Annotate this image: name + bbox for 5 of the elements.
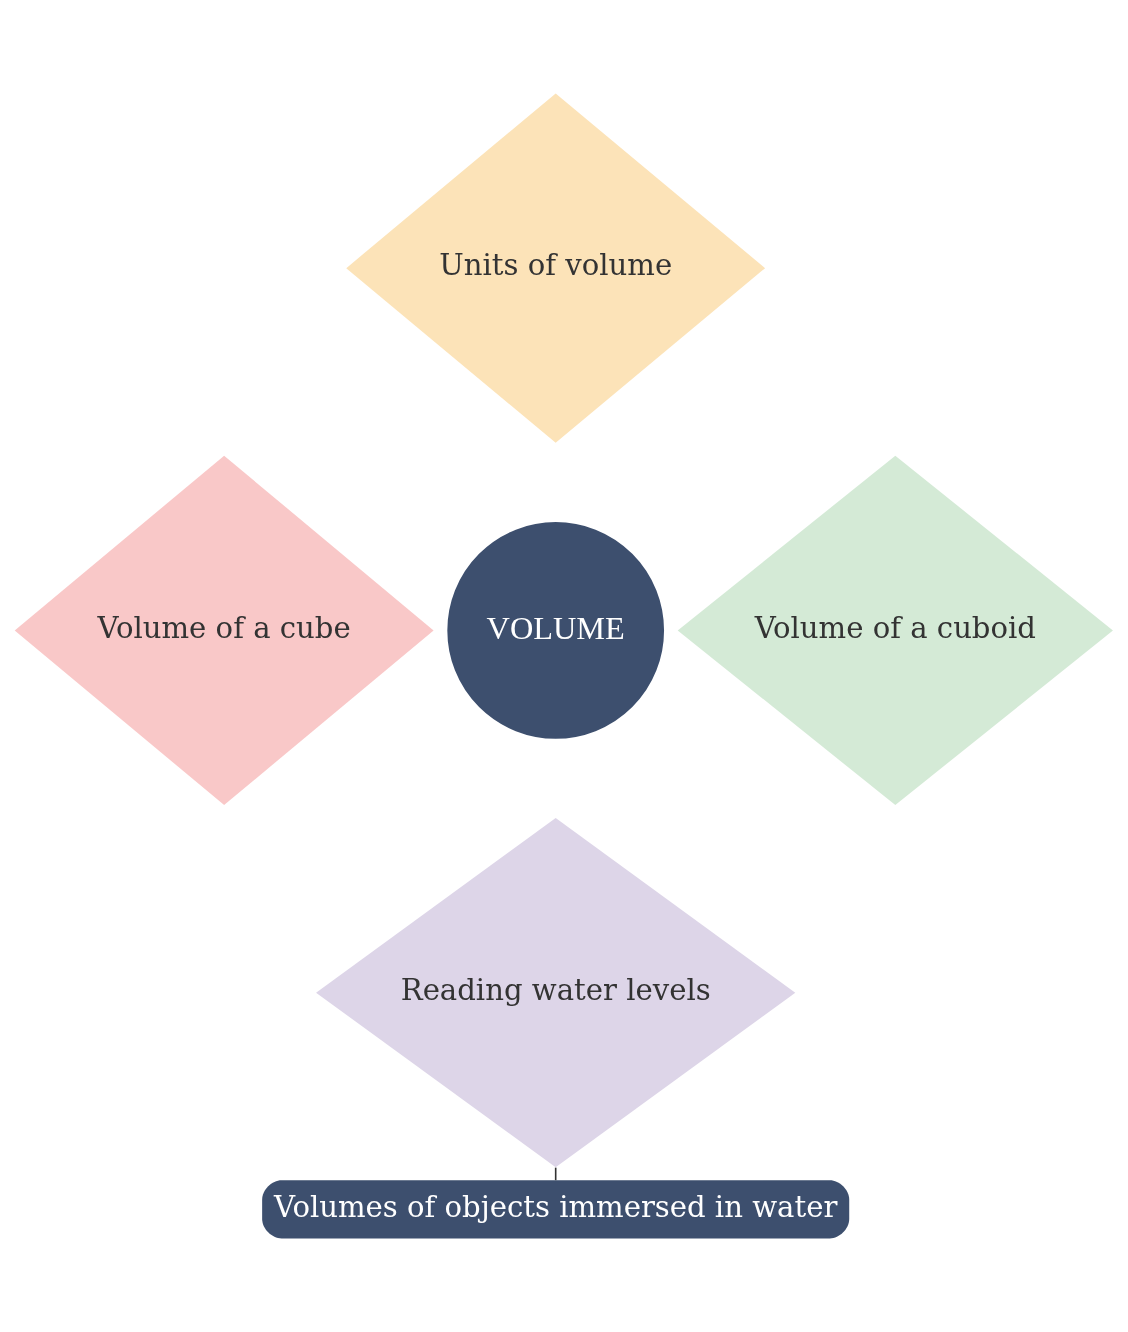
node-diamond: Units of volume	[346, 93, 766, 443]
node-diamond: Reading water levels	[316, 818, 796, 1168]
node-diamond: Volume of a cube	[14, 455, 434, 806]
node-box: Volumes of objects immersed in water	[262, 1180, 850, 1239]
node-diamond: Volume of a cuboid	[677, 455, 1113, 806]
